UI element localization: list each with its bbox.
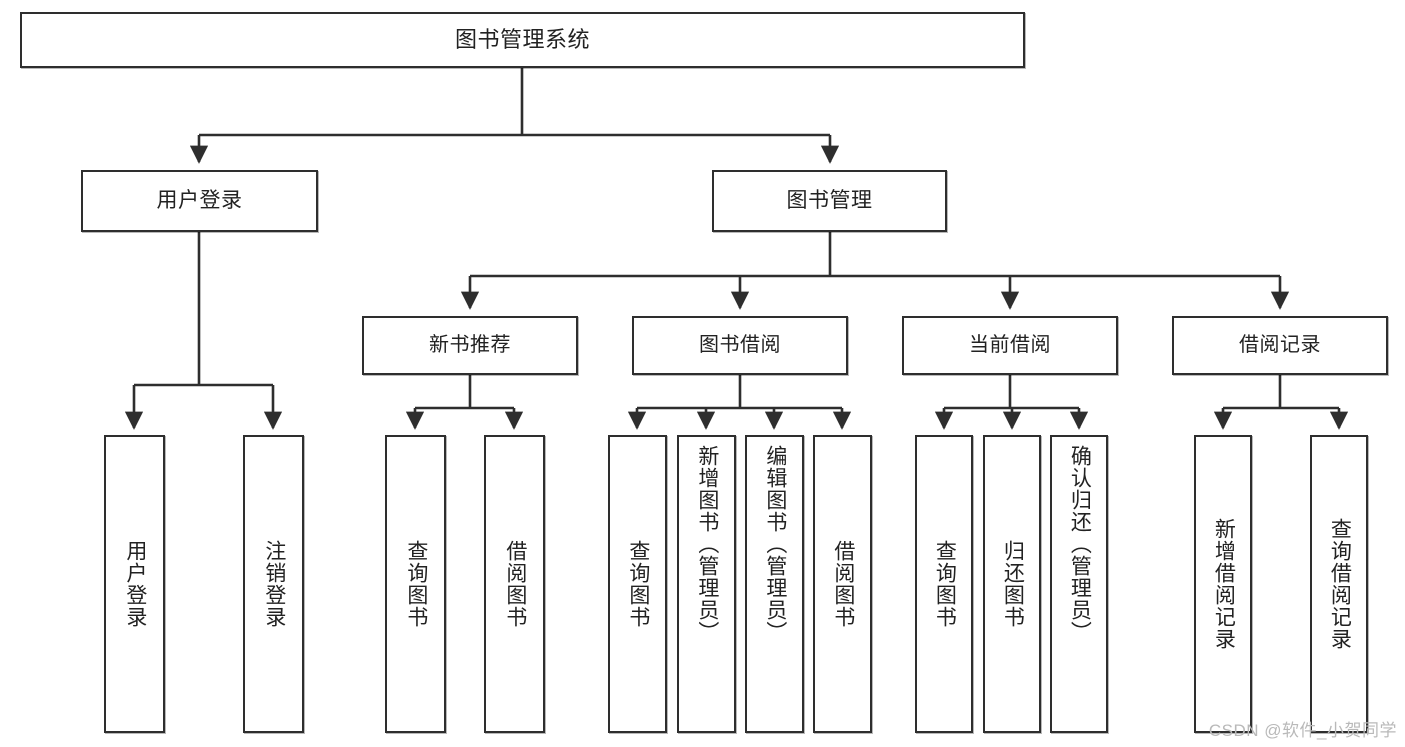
node-label: 用户登录: [123, 540, 147, 628]
node-leaf-user-login[interactable]: 用户登录: [104, 435, 165, 733]
node-leaf-edit-book[interactable]: 编辑图书（管理员）: [745, 435, 804, 733]
node-label: 新增图书（管理员）: [695, 445, 719, 643]
node-label: 新增借阅记录: [1212, 518, 1236, 650]
node-label: 编辑图书（管理员）: [763, 445, 787, 643]
node-label: 图书管理: [786, 189, 873, 213]
node-root[interactable]: 图书管理系统: [20, 12, 1025, 68]
node-label: 查询图书: [626, 540, 650, 628]
node-label: 借阅图书: [503, 540, 527, 628]
node-leaf-logout[interactable]: 注销登录: [243, 435, 304, 733]
node-leaf-borrow-book-rec[interactable]: 借阅图书: [484, 435, 545, 733]
node-leaf-query-record[interactable]: 查询借阅记录: [1310, 435, 1368, 733]
node-borrow-record[interactable]: 借阅记录: [1172, 316, 1388, 375]
node-leaf-borrow-book[interactable]: 借阅图书: [813, 435, 872, 733]
node-new-book-rec[interactable]: 新书推荐: [362, 316, 578, 375]
node-label: 图书借阅: [699, 334, 781, 357]
node-label: 借阅记录: [1239, 334, 1321, 357]
node-label: 查询图书: [404, 540, 428, 628]
node-label: 借阅图书: [831, 540, 855, 628]
node-leaf-query-book-rec[interactable]: 查询图书: [385, 435, 446, 733]
node-label: 查询图书: [933, 540, 957, 628]
node-book-borrow[interactable]: 图书借阅: [632, 316, 848, 375]
node-current-borrow[interactable]: 当前借阅: [902, 316, 1118, 375]
node-leaf-add-record[interactable]: 新增借阅记录: [1194, 435, 1252, 733]
node-leaf-return-book[interactable]: 归还图书: [983, 435, 1041, 733]
node-label: 当前借阅: [969, 334, 1051, 357]
node-label: 注销登录: [262, 540, 286, 628]
node-label: 新书推荐: [429, 334, 511, 357]
node-label: 用户登录: [156, 189, 243, 213]
node-book-manage[interactable]: 图书管理: [712, 170, 947, 232]
node-leaf-query-book[interactable]: 查询图书: [608, 435, 667, 733]
node-label: 归还图书: [1001, 540, 1025, 628]
node-leaf-confirm-return[interactable]: 确认归还（管理员）: [1050, 435, 1108, 733]
node-label: 确认归还（管理员）: [1068, 445, 1092, 643]
watermark: CSDN @软件_小贺同学: [1208, 721, 1397, 740]
node-leaf-add-book[interactable]: 新增图书（管理员）: [677, 435, 736, 733]
node-leaf-query-book-cur[interactable]: 查询图书: [915, 435, 973, 733]
node-label: 图书管理系统: [454, 26, 590, 52]
node-user-login[interactable]: 用户登录: [81, 170, 318, 232]
node-label: 查询借阅记录: [1328, 518, 1352, 650]
